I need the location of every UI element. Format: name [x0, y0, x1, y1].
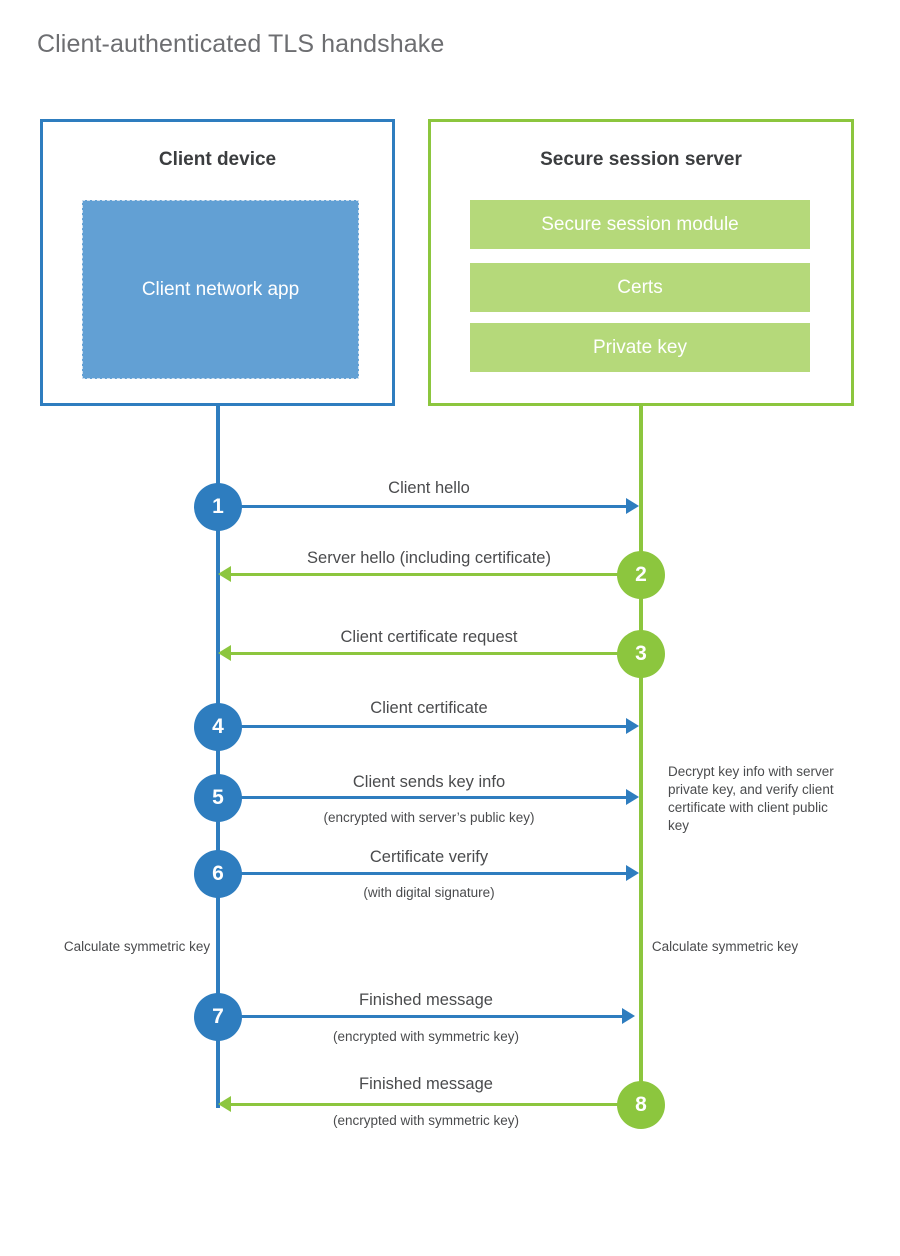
secure-session-server-box: Secure session server Secure session mod… [428, 119, 854, 406]
step-3-arrow-head [218, 645, 231, 661]
step-5-label: Client sends key info [352, 773, 506, 791]
step-5-arrow-line [218, 796, 626, 799]
step-4-circle[interactable]: 4 [194, 703, 242, 751]
step-3-arrow-line [231, 652, 626, 655]
server-component-certs: Certs [470, 263, 810, 312]
step-6-circle[interactable]: 6 [194, 850, 242, 898]
server-component-secure-session-module: Secure session module [470, 200, 810, 249]
client-device-title: Client device [158, 149, 277, 170]
step-5-sublabel: (encrypted with server’s public key) [323, 810, 535, 825]
step-2-label: Server hello (including certificate) [307, 549, 551, 567]
step-4-label: Client certificate [370, 699, 488, 717]
step-7-sublabel: (encrypted with symmetric key) [332, 1029, 520, 1044]
server-calculate-symmetric-key-note: Calculate symmetric key [651, 939, 799, 954]
step-8-arrow-line [231, 1103, 622, 1106]
step-1-arrow-head [626, 498, 639, 514]
page-title: Client-authenticated TLS handshake [37, 30, 445, 58]
step-4-arrow-line [218, 725, 626, 728]
client-calculate-symmetric-key-note: Calculate symmetric key [63, 939, 211, 954]
step-1-arrow-line [218, 505, 626, 508]
step-7-arrow-head [622, 1008, 635, 1024]
step-1-circle[interactable]: 1 [194, 483, 242, 531]
step-2-arrow-line [231, 573, 626, 576]
step-5-circle[interactable]: 5 [194, 774, 242, 822]
client-device-box: Client device Client network app [40, 119, 395, 406]
client-network-app-block: Client network app [82, 200, 359, 379]
step-7-label: Finished message [359, 991, 493, 1009]
secure-session-server-title: Secure session server [540, 149, 742, 170]
step-3-label: Client certificate request [340, 628, 518, 646]
step-8-sublabel: (encrypted with symmetric key) [332, 1113, 520, 1128]
step-3-circle[interactable]: 3 [617, 630, 665, 678]
step-2-arrow-head [218, 566, 231, 582]
step-6-arrow-head [626, 865, 639, 881]
step-4-arrow-head [626, 718, 639, 734]
step-8-circle[interactable]: 8 [617, 1081, 665, 1129]
step-6-label: Certificate verify [369, 848, 489, 866]
step-1-label: Client hello [388, 479, 470, 497]
server-component-private-key: Private key [470, 323, 810, 372]
server-lifeline [639, 406, 643, 1106]
step-7-arrow-line [218, 1015, 622, 1018]
step-6-arrow-line [218, 872, 626, 875]
client-lifeline [216, 406, 220, 1108]
step-6-sublabel: (with digital signature) [363, 885, 495, 900]
step-7-circle[interactable]: 7 [194, 993, 242, 1041]
server-decrypt-note: Decrypt key info with server private key… [668, 764, 834, 833]
step-8-arrow-head [218, 1096, 231, 1112]
step-8-label: Finished message [359, 1075, 493, 1093]
step-5-arrow-head [626, 789, 639, 805]
step-2-circle[interactable]: 2 [617, 551, 665, 599]
